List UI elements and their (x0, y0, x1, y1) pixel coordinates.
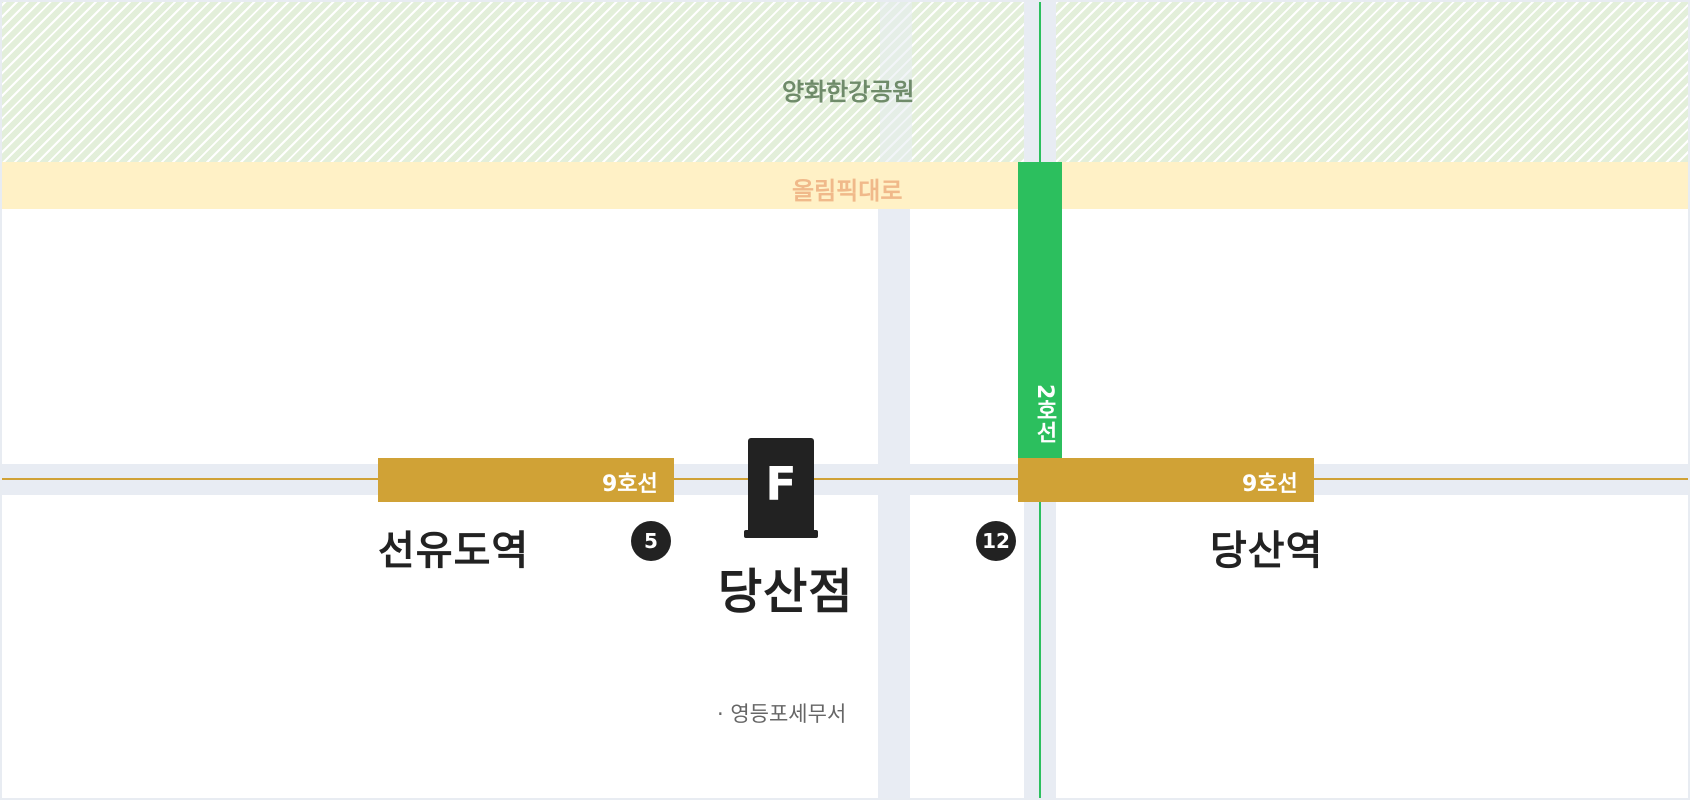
main-road (2, 162, 1688, 209)
line9-track (2, 478, 1688, 480)
station-seonyudo: 선유도역 (378, 528, 530, 574)
line9-left-label: 9호선 (602, 472, 658, 497)
store-name: 당산점 (718, 564, 854, 620)
park-area (2, 2, 1688, 162)
store-marker-icon[interactable]: F (748, 438, 814, 530)
landmark-tax-office: · 영등포세무서 (717, 702, 847, 726)
line2-label-bar (1018, 162, 1062, 462)
line9-left-bar (378, 458, 674, 502)
road-vertical-left (878, 209, 910, 798)
station-dangsan: 당산역 (1210, 528, 1324, 574)
line9-right-label: 9호선 (1242, 472, 1298, 497)
park-path-left (880, 2, 912, 162)
park-label: 양화한강공원 (782, 78, 915, 106)
exit-12-badge: 12 (976, 521, 1016, 561)
main-road-label: 올림픽대로 (792, 177, 903, 205)
line9-right-bar (1018, 458, 1314, 502)
store-marker-base (744, 530, 818, 538)
line2-label: 2호선 (1032, 384, 1057, 444)
exit-5-badge: 5 (631, 521, 671, 561)
